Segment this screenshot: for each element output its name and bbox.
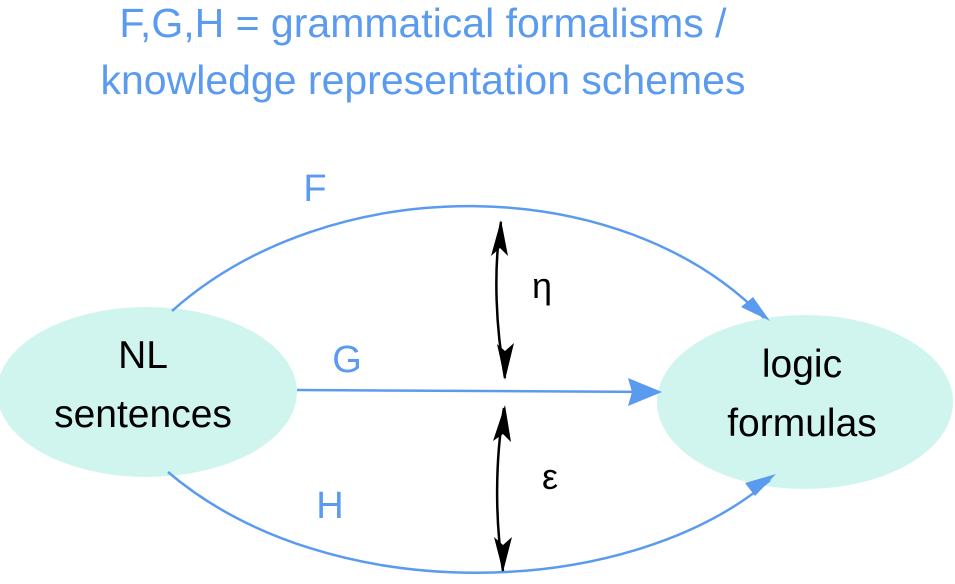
relation-label-eta: η xyxy=(532,265,552,306)
relation-arrow-lower-head-top xyxy=(493,405,511,442)
relation-arrow-upper-head-bottom xyxy=(497,343,514,380)
arrow-h-label: H xyxy=(316,485,343,527)
title-line-2: knowledge representation schemes xyxy=(100,57,746,103)
arrow-h-head xyxy=(745,474,776,496)
arrow-f-head xyxy=(741,297,770,321)
arrow-g-label: G xyxy=(332,339,362,381)
arrow-f-label: F xyxy=(303,168,326,210)
arrow-g xyxy=(296,388,656,394)
relation-arrow-upper-head-top xyxy=(491,220,508,256)
target-node xyxy=(657,315,953,489)
title-line-1: F,G,H = grammatical formalisms / xyxy=(119,0,727,46)
arrow-h xyxy=(167,471,771,574)
relation-label-epsilon: ε xyxy=(542,456,558,497)
target-node-label-line1: logic xyxy=(762,343,842,386)
source-node-label-line1: NL xyxy=(118,334,168,377)
source-node xyxy=(0,307,297,477)
relation-arrow-lower-head-bottom xyxy=(494,537,512,572)
source-node-label-line2: sentences xyxy=(54,393,232,436)
target-node-label-line2: formulas xyxy=(727,402,877,445)
arrow-g-head xyxy=(628,378,662,406)
arrow-f xyxy=(171,204,765,319)
